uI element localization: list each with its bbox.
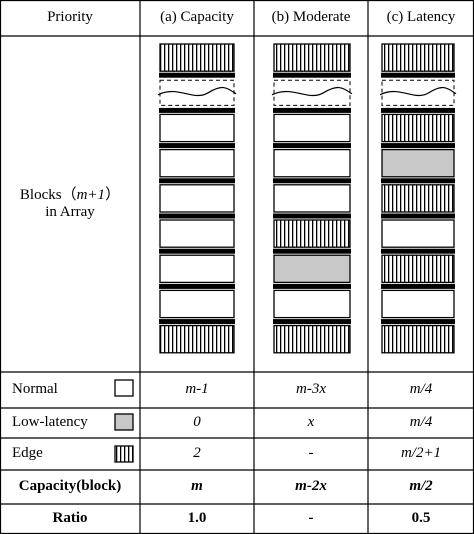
gap-block-moderate — [273, 79, 351, 106]
header-capacity: (a) Capacity — [160, 9, 234, 26]
edge-block-moderate-0 — [273, 43, 351, 72]
normal-block-moderate-7 — [273, 289, 351, 319]
separator-bar-latency-2 — [381, 143, 455, 149]
normal-block-capacity-3 — [159, 148, 235, 178]
normal-latency: m/4 — [409, 381, 433, 398]
ratio-latency: 0.5 — [411, 510, 431, 527]
normal-moderate: m-3x — [296, 381, 326, 398]
normal-block-capacity-7 — [159, 289, 235, 319]
capblock-capacity: m — [191, 478, 203, 495]
separator-bar-capacity-5 — [159, 248, 235, 254]
row-label-capacity-block: Capacity(block) — [18, 478, 122, 495]
edge-block-latency-0 — [381, 43, 455, 72]
header-moderate: (b) Moderate — [271, 9, 351, 26]
separator-bar-capacity-0 — [159, 72, 235, 78]
separator-bar-capacity-3 — [159, 178, 235, 184]
separator-bar-latency-4 — [381, 213, 455, 219]
edge-block-latency-2 — [381, 113, 455, 143]
gap-wave-moderate — [271, 86, 353, 97]
separator-bar-moderate-3 — [273, 178, 351, 184]
separator-bar-latency-0 — [381, 72, 455, 78]
edge-block-latency-6 — [381, 254, 455, 284]
normal-block-capacity-5 — [159, 219, 235, 248]
ratio-capacity: 1.0 — [187, 510, 207, 527]
separator-bar-moderate-1 — [273, 107, 351, 113]
normal-capacity: m-1 — [185, 381, 209, 398]
separator-bar-capacity-7 — [159, 319, 235, 325]
separator-bar-capacity-1 — [159, 107, 235, 113]
edge-block-latency-8 — [381, 324, 455, 354]
blocks-label-line2: in Array — [45, 204, 95, 220]
blocks-label-var: m+1 — [76, 186, 106, 203]
edge-block-capacity-0 — [159, 43, 235, 72]
normal-block-capacity-4 — [159, 184, 235, 213]
normal-block-moderate-3 — [273, 148, 351, 178]
low-latency: m/4 — [409, 414, 433, 431]
separator-bar-latency-7 — [381, 319, 455, 325]
legend-low-latency-swatch — [114, 413, 134, 431]
separator-bar-capacity-6 — [159, 283, 235, 289]
gap-wave-capacity — [157, 86, 237, 97]
separator-bar-moderate-4 — [273, 213, 351, 219]
low-moderate: x — [307, 414, 315, 431]
separator-bar-latency-1 — [381, 107, 455, 113]
edge-block-capacity-8 — [159, 324, 235, 354]
normal-block-latency-5 — [381, 219, 455, 248]
separator-bar-latency-5 — [381, 248, 455, 254]
separator-bar-moderate-0 — [273, 72, 351, 78]
normal-block-capacity-6 — [159, 254, 235, 284]
header-latency: (c) Latency — [386, 9, 456, 26]
edge-latency: m/2+1 — [400, 445, 442, 462]
separator-bar-latency-6 — [381, 283, 455, 289]
row-label-ratio: Ratio — [52, 510, 88, 527]
legend-edge-swatch — [114, 445, 134, 463]
blocks-in-array-label: Blocks（m+1） in Array — [0, 36, 140, 372]
separator-bar-moderate-5 — [273, 248, 351, 254]
edge-block-moderate-5 — [273, 219, 351, 248]
normal-block-moderate-4 — [273, 184, 351, 213]
blocks-label-pre: Blocks（ — [19, 186, 77, 203]
normal-block-capacity-2 — [159, 113, 235, 143]
low-capacity: 0 — [193, 414, 201, 431]
separator-bar-moderate-6 — [273, 283, 351, 289]
separator-bar-latency-3 — [381, 178, 455, 184]
low-latency-block-moderate-6 — [273, 254, 351, 284]
ratio-moderate: - — [308, 510, 314, 527]
low-latency-block-latency-3 — [381, 148, 455, 178]
legend-normal-swatch — [114, 379, 134, 397]
separator-bar-moderate-7 — [273, 319, 351, 325]
separator-bar-moderate-2 — [273, 143, 351, 149]
edge-moderate: - — [308, 445, 314, 462]
separator-bar-capacity-4 — [159, 213, 235, 219]
edge-block-latency-4 — [381, 184, 455, 213]
normal-block-moderate-2 — [273, 113, 351, 143]
separator-bar-capacity-2 — [159, 143, 235, 149]
normal-block-latency-7 — [381, 289, 455, 319]
row-label-low: Low-latency — [12, 414, 88, 431]
row-label-normal: Normal — [12, 381, 58, 398]
blocks-label-post: ） — [105, 186, 121, 203]
edge-block-moderate-8 — [273, 324, 351, 354]
edge-capacity: 2 — [193, 445, 201, 462]
row-label-edge: Edge — [12, 445, 43, 462]
header-priority: Priority — [47, 9, 93, 26]
gap-block-latency — [381, 79, 455, 106]
gap-wave-latency — [379, 86, 457, 97]
capblock-latency: m/2 — [409, 478, 433, 495]
gap-block-capacity — [159, 79, 235, 106]
capblock-moderate: m-2x — [295, 478, 327, 495]
